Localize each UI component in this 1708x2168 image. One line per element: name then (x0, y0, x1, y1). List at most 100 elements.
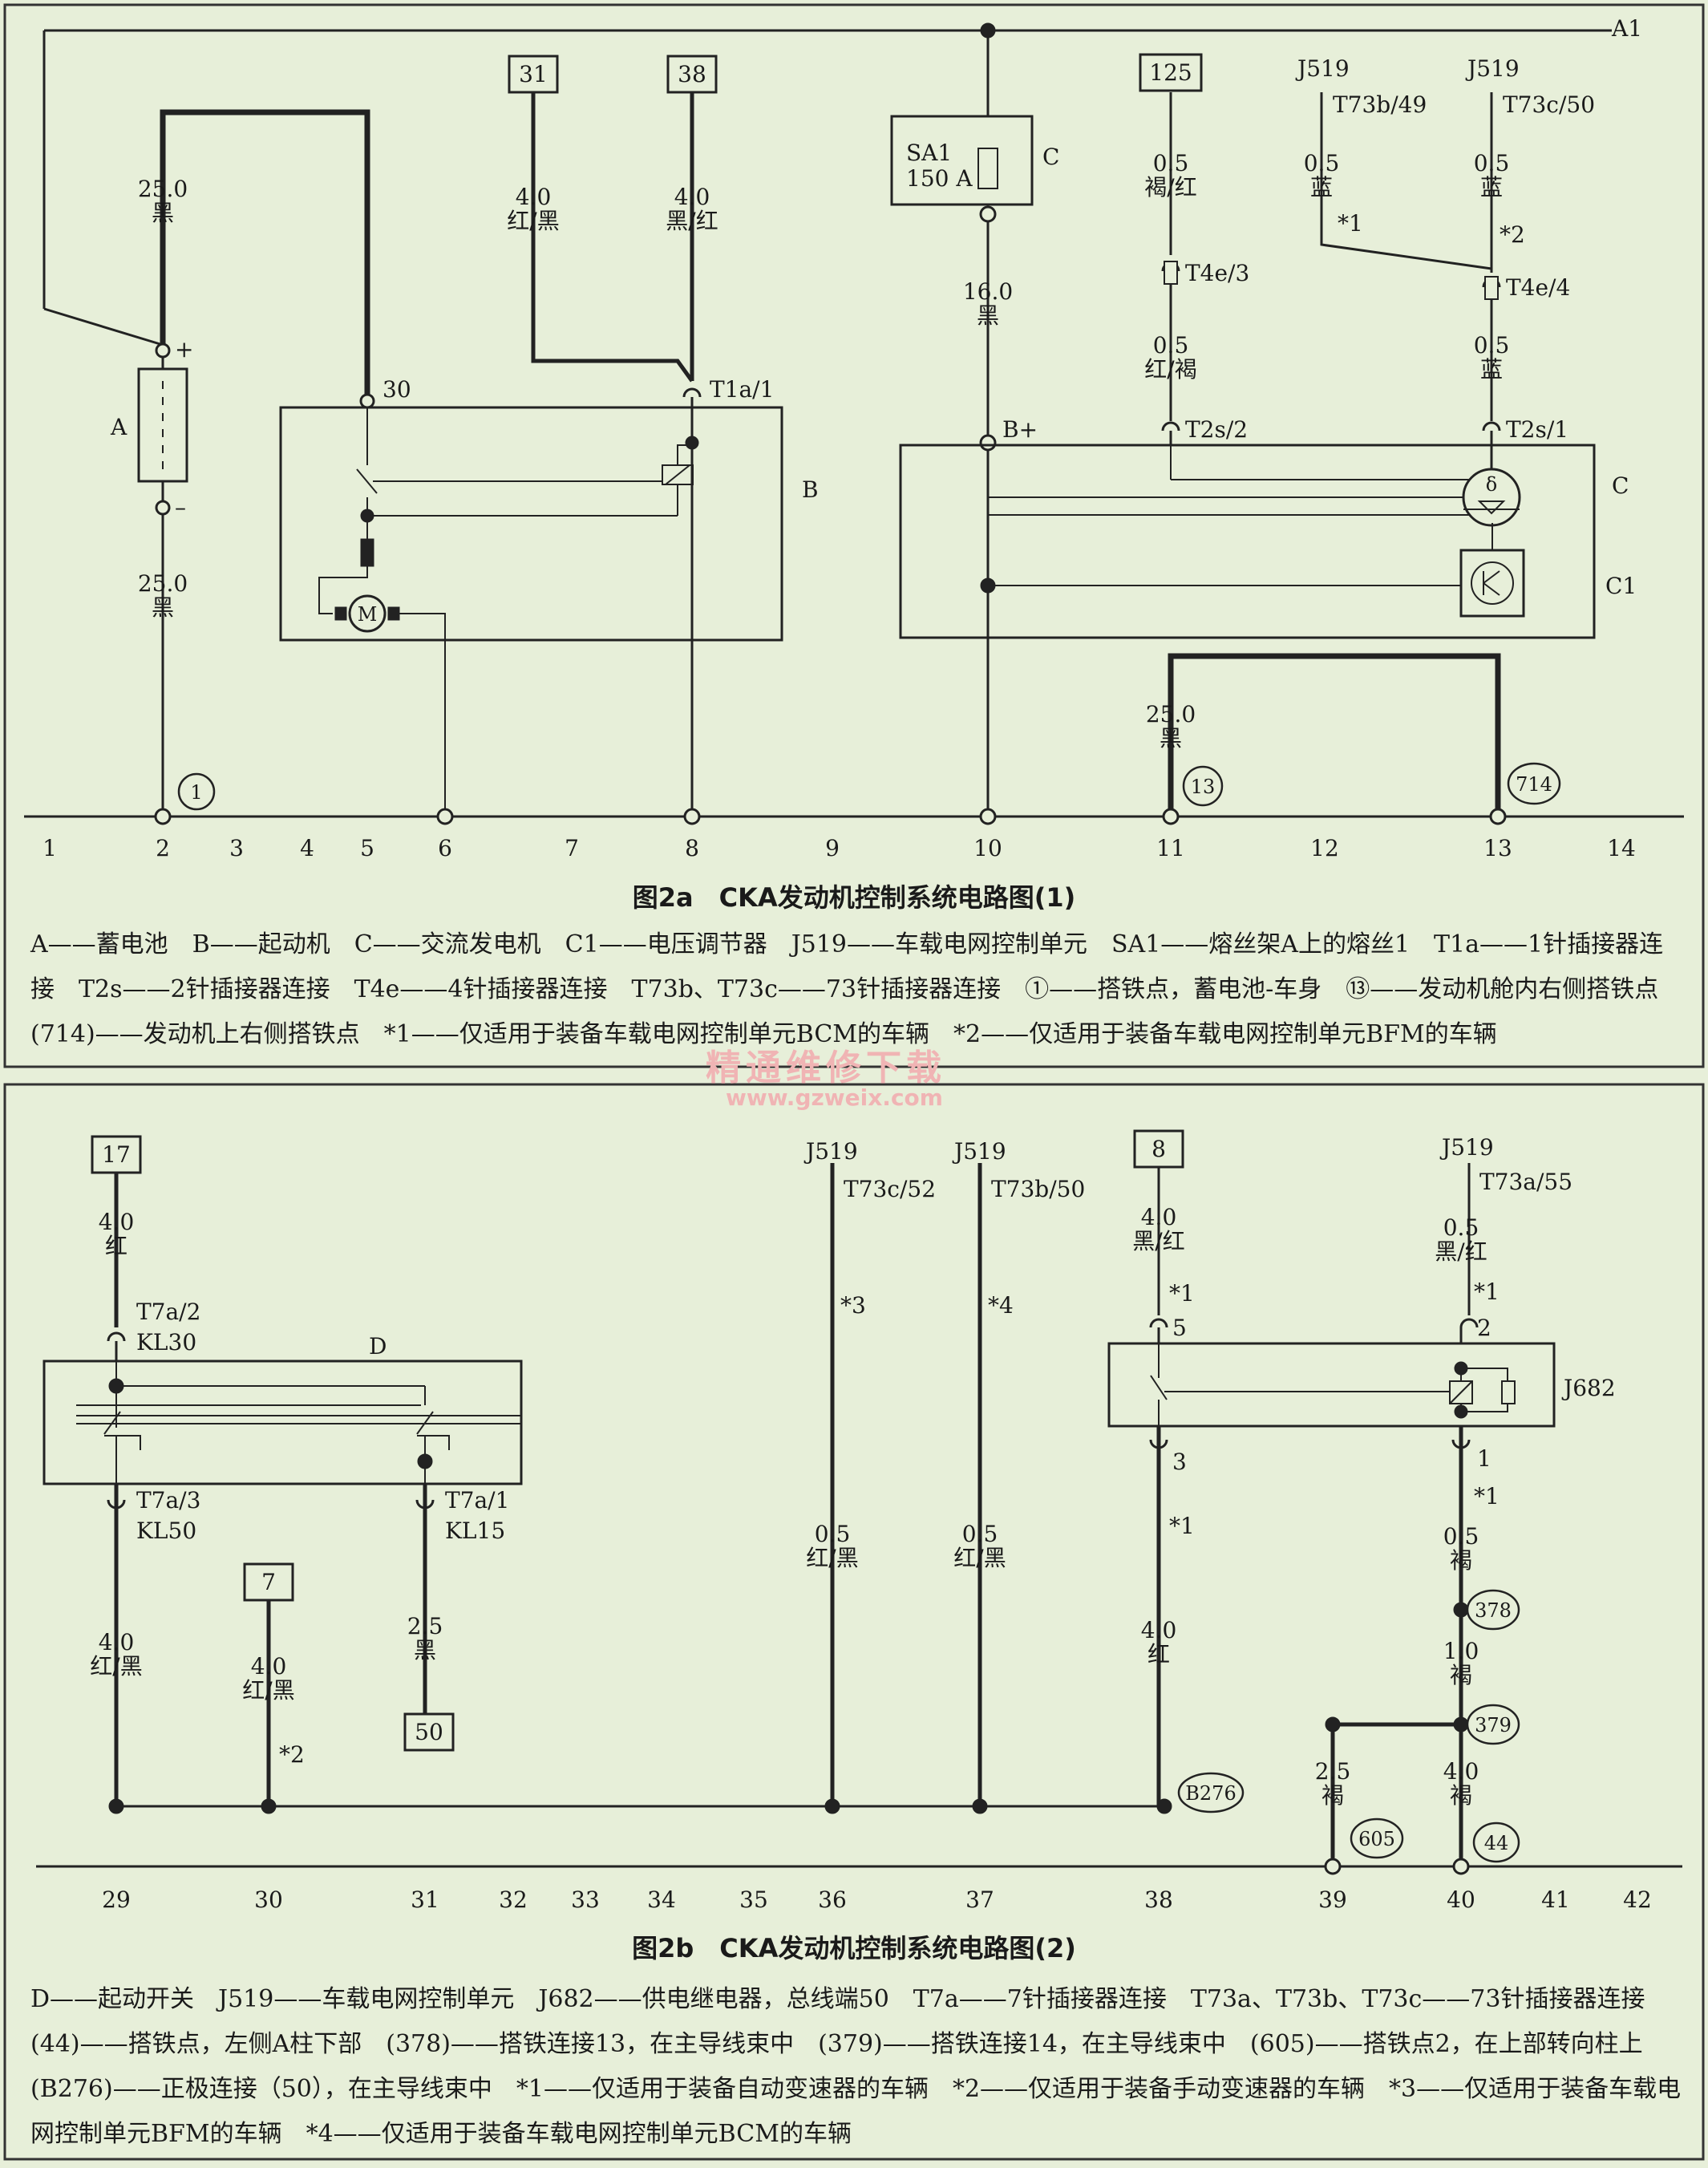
watermark-url: www.gzweix.com (726, 1084, 943, 1111)
starter-b (279, 406, 783, 642)
label-t7a-1: T7a/1 (445, 1487, 509, 1514)
wire-gauge: 4.0 (251, 1653, 287, 1680)
column-number: 41 (1541, 1886, 1570, 1913)
label-delta: δ (1486, 473, 1497, 496)
wire-gauge: 0.5 (962, 1521, 998, 1547)
wire-color: 红 (1147, 1641, 1170, 1668)
wire-color: 蓝 (1310, 174, 1333, 201)
column-number: 39 (1318, 1886, 1347, 1913)
wire-gauge: 4.0 (1141, 1204, 1177, 1230)
connector-t2s-2 (1161, 421, 1180, 432)
column-number: 6 (438, 835, 452, 861)
ground-connection-378 (1466, 1589, 1520, 1631)
wire-31 (531, 92, 694, 383)
label-star3: *3 (840, 1292, 866, 1319)
label-44: 44 (1484, 1832, 1509, 1854)
connector-t4e-3 (1164, 261, 1178, 285)
column-number: 9 (825, 835, 840, 861)
label-box-7: 7 (261, 1569, 276, 1595)
box-50 (403, 1712, 455, 1752)
label-t4e-3: T4e/3 (1185, 260, 1249, 286)
figure-a-legend: A——蓄电池 B——起动机 C——交流发电机 C1——电压调节器 J519——车… (30, 930, 1683, 1048)
label-b: B (802, 476, 819, 503)
wire-color: 黑/红 (666, 208, 718, 234)
label-star1: *1 (1474, 1483, 1500, 1509)
label-pin-2: 2 (1477, 1315, 1491, 1341)
voltage-regulator-c1 (1459, 549, 1525, 618)
figure-a-labels: A1 31 38 125 25.0 黑 25.0 黑 4.0 红/黑 4.0 黑… (110, 15, 1642, 804)
label-sa1: SA1 (906, 140, 952, 166)
positive-connection-b276 (1177, 1772, 1245, 1813)
wire-color: 褐/红 (1144, 174, 1196, 201)
wire-gauge: 0.5 (1474, 150, 1510, 176)
wire-gauge: 2.5 (1315, 1758, 1351, 1785)
wire-color: 黑 (152, 200, 174, 226)
label-star2: *2 (279, 1741, 305, 1768)
figure-b-labels: 17 7 50 8 4.0 红 T7a/2 KL30 D T7a/3 KL50 … (90, 1134, 1615, 1854)
label-pin-5: 5 (1172, 1315, 1187, 1341)
wire-gauge: 25.0 (138, 176, 188, 202)
wire-gauge: 25.0 (138, 570, 188, 597)
label-plus: + (175, 336, 193, 363)
label-b-plus: B+ (1002, 416, 1038, 443)
label-kl30: KL30 (136, 1329, 196, 1356)
column-number: 37 (965, 1886, 994, 1913)
label-d: D (369, 1333, 387, 1360)
column-number: 13 (1483, 835, 1512, 861)
starter-switch (356, 468, 378, 494)
label-t2s-1: T2s/1 (1506, 416, 1568, 443)
wire-gauge: 4.0 (99, 1629, 135, 1655)
wire-color: 黑/红 (1435, 1238, 1487, 1265)
label-box-8: 8 (1151, 1136, 1166, 1162)
wire-color: 红/褐 (1144, 356, 1196, 383)
box-38 (666, 55, 718, 94)
connector-t4e-4 (1484, 276, 1499, 300)
label-kl50: KL50 (136, 1518, 196, 1544)
connector-t1a-1 (682, 387, 702, 398)
label-t73c-52: T73c/52 (844, 1176, 936, 1202)
label-t73b-49: T73b/49 (1333, 91, 1427, 118)
wire-color: 黑/红 (1132, 1228, 1184, 1254)
starter-ground-wire (399, 613, 446, 815)
wire-color: 黑 (152, 594, 174, 621)
label-pin-1: 1 (1477, 1445, 1491, 1472)
column-number: 10 (973, 835, 1002, 861)
label-kl15: KL15 (445, 1518, 505, 1544)
figure-a-columns: 1 2 3 4 5 6 7 8 9 10 11 12 13 14 (42, 835, 1636, 861)
column-number: 33 (571, 1886, 600, 1913)
label-j519: J519 (1295, 55, 1350, 82)
label-minus: – (175, 494, 186, 521)
wire-gauge: 0.5 (1304, 150, 1340, 176)
column-number: 29 (102, 1886, 131, 1913)
wire-color: 黑 (414, 1637, 436, 1663)
label-box-125: 125 (1149, 59, 1192, 86)
column-number: 1 (42, 835, 57, 861)
ignition-switch-d (42, 1360, 523, 1485)
ground-point-605 (1350, 1817, 1404, 1859)
label-j519: J519 (803, 1138, 858, 1165)
label-t73b-50: T73b/50 (991, 1176, 1085, 1202)
wire-color: 红/黑 (90, 1653, 142, 1680)
label-t2s-2: T2s/2 (1185, 416, 1248, 443)
wire-gauge: 0.5 (1474, 332, 1510, 359)
label-j682: J682 (1561, 1375, 1616, 1401)
starter-solenoid (360, 538, 374, 567)
ground-point-1 (177, 772, 216, 811)
wire-color: 褐 (1450, 1782, 1472, 1809)
wire-color: 褐 (1450, 1547, 1472, 1574)
wire-gauge: 4.0 (99, 1209, 135, 1235)
battery-minus-terminal (155, 500, 171, 516)
column-number: 3 (229, 835, 244, 861)
label-j519: J519 (952, 1138, 1006, 1165)
alternator-ground-wire (1168, 653, 1501, 815)
label-box-31: 31 (519, 61, 548, 87)
wire-color: 红/黑 (507, 208, 559, 234)
wire-color: 褐 (1450, 1662, 1472, 1688)
label-c-fuse: C (1042, 144, 1059, 170)
wire-color: 黑 (1160, 725, 1182, 752)
column-number: 36 (818, 1886, 847, 1913)
label-t73c-50: T73c/50 (1503, 91, 1595, 118)
terminal-b-plus (979, 434, 997, 452)
battery-plus-terminal (155, 342, 171, 359)
column-number: 5 (360, 835, 374, 861)
